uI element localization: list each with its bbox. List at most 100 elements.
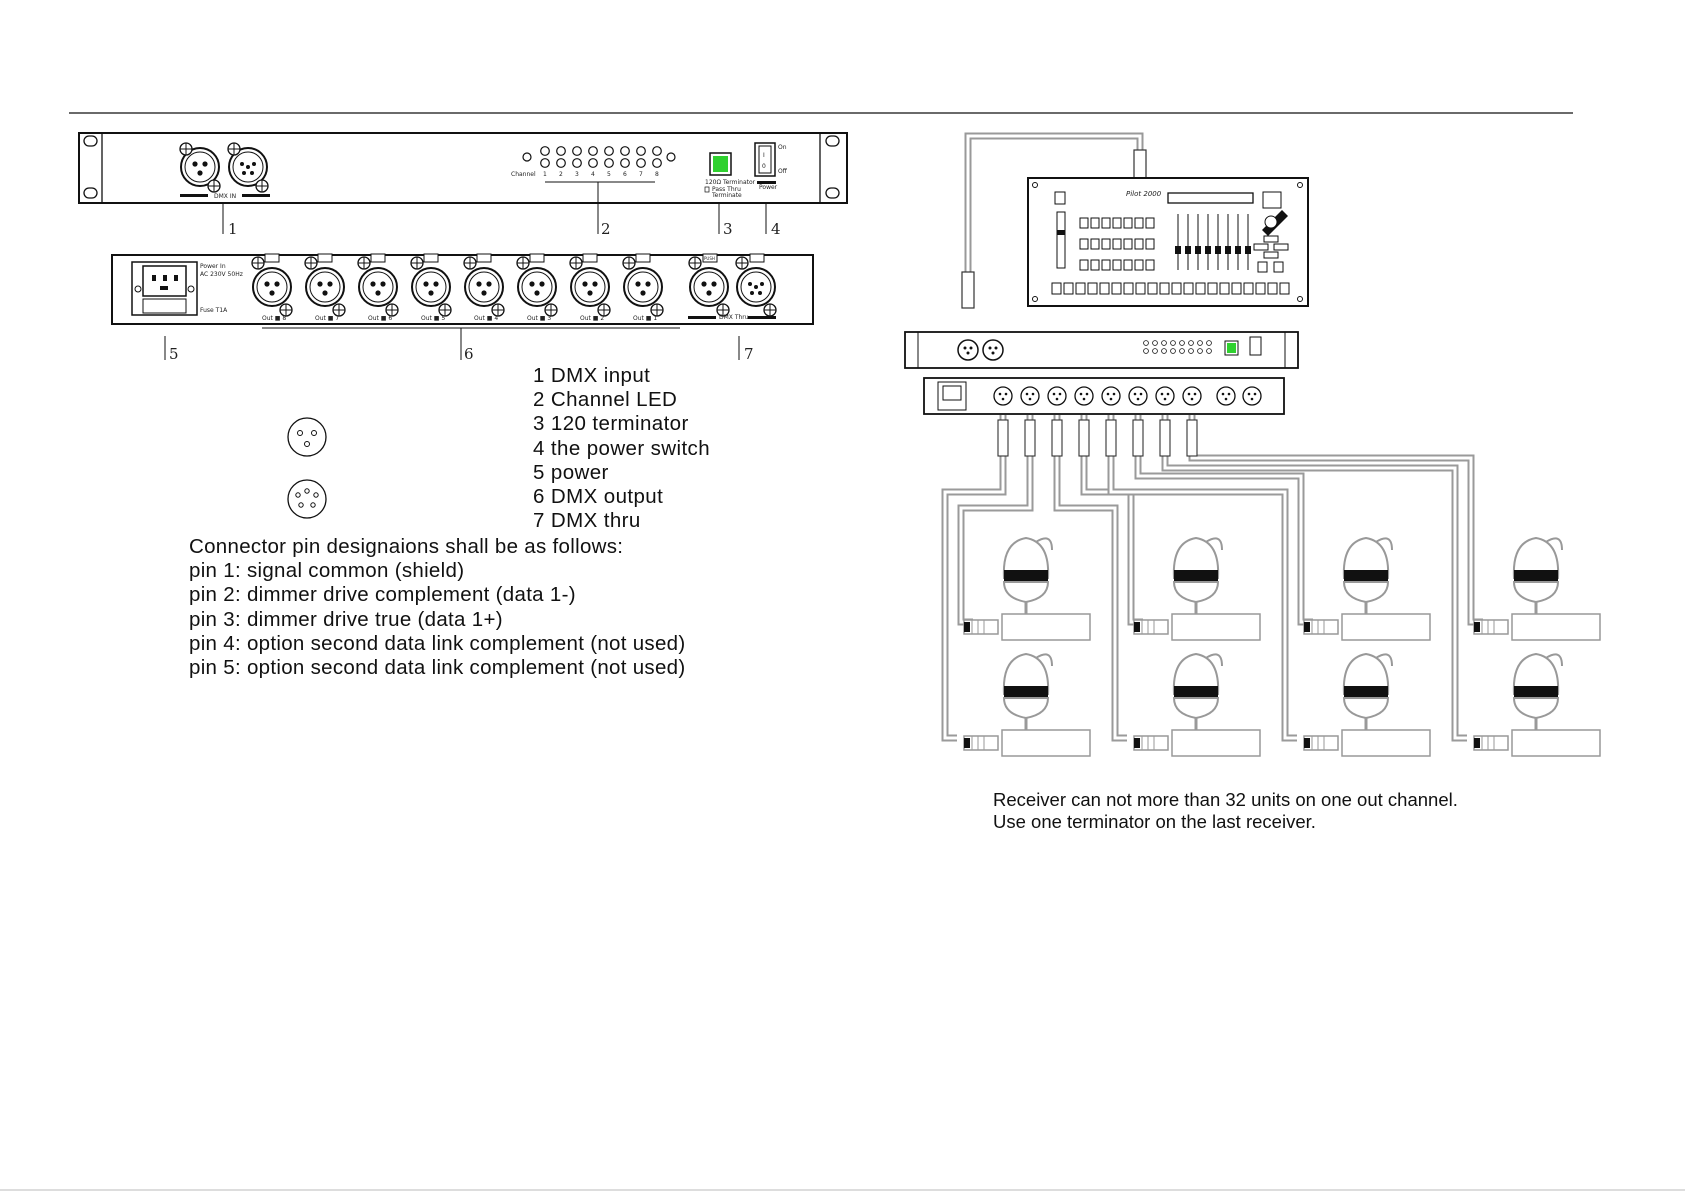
channel-number: 1 bbox=[543, 171, 547, 178]
channel-led bbox=[620, 146, 630, 156]
pin-line: pin 1: signal common (shield) bbox=[189, 559, 465, 583]
channel-led bbox=[556, 158, 566, 168]
thru-connector-3pin: PUSH bbox=[688, 253, 730, 317]
power-inlet bbox=[131, 261, 198, 316]
output-connector: Out ■ 8 bbox=[251, 253, 293, 322]
channel-led bbox=[652, 158, 662, 168]
legend-item: 4 the power switch bbox=[533, 436, 711, 460]
fuse-label: Fuse T1A bbox=[200, 307, 228, 314]
channel-leds bbox=[522, 146, 676, 168]
channel-led bbox=[588, 158, 598, 168]
output-cable bbox=[1188, 415, 1483, 626]
terminate-label: Terminate bbox=[711, 192, 742, 199]
channel-led bbox=[540, 146, 550, 156]
callout-6: 6 bbox=[464, 345, 474, 363]
output-label: Out ■ 3 bbox=[527, 315, 551, 322]
channel-numbers: 1 2 3 4 5 6 7 8 bbox=[543, 171, 659, 178]
output-connector: Out ■ 1 bbox=[622, 253, 664, 322]
legend-item: 7 DMX thru bbox=[533, 509, 641, 533]
system-diagram: Pilot 2000 bbox=[904, 132, 1602, 758]
output-label: Out ■ 6 bbox=[368, 315, 392, 322]
terminator-label: 120Ω Terminator bbox=[705, 179, 756, 186]
pins-heading: Connector pin designaions shall be as fo… bbox=[189, 535, 624, 558]
output-connectors: Out ■ 8 Out ■ 7 Out ■ 6 Out ■ 5 Out ■ 4 Out ■… bbox=[251, 253, 664, 322]
channel-label: Channel bbox=[511, 171, 536, 178]
rear-callouts: 5 6 7 bbox=[164, 327, 754, 363]
dmx-controller: Pilot 2000 bbox=[1027, 177, 1309, 307]
legend-item: 5 power bbox=[533, 460, 609, 484]
power-label: Power bbox=[759, 184, 778, 191]
dmx-thru-label: DMX Thru bbox=[719, 314, 749, 321]
pass-thru-label: Pass Thru bbox=[712, 186, 741, 193]
pin-diagram-3pin bbox=[287, 417, 327, 457]
callout-4: 4 bbox=[771, 220, 781, 238]
note-line: Use one terminator on the last receiver. bbox=[993, 811, 1316, 832]
legend-item: 6 DMX output bbox=[533, 485, 664, 509]
output-connector: Out ■ 4 bbox=[463, 253, 505, 322]
power-in-label: Power In bbox=[200, 263, 226, 270]
output-label: Out ■ 4 bbox=[474, 315, 498, 322]
channel-led bbox=[652, 146, 662, 156]
splitter-front-mini bbox=[904, 331, 1299, 369]
channel-led bbox=[604, 158, 614, 168]
push-label: PUSH bbox=[704, 256, 715, 261]
note-line: Receiver can not more than 32 units on o… bbox=[993, 789, 1458, 810]
channel-led bbox=[588, 146, 598, 156]
channel-led bbox=[604, 146, 614, 156]
output-label: Out ■ 5 bbox=[421, 315, 445, 322]
callout-7: 7 bbox=[744, 345, 754, 363]
callout-1: 1 bbox=[228, 220, 238, 238]
channel-led bbox=[620, 158, 630, 168]
output-connector: Out ■ 6 bbox=[357, 253, 399, 322]
channel-number: 6 bbox=[623, 171, 627, 178]
channel-led bbox=[636, 146, 646, 156]
receiver-note: Receiver can not more than 32 units on o… bbox=[993, 789, 1458, 833]
output-label: Out ■ 8 bbox=[262, 315, 286, 322]
callout-5: 5 bbox=[169, 345, 179, 363]
svg-text:0: 0 bbox=[762, 163, 766, 170]
switch-off-label: Off bbox=[778, 168, 788, 175]
pin-line: pin 3: dimmer drive true (data 1+) bbox=[189, 607, 503, 631]
channel-number: 7 bbox=[639, 171, 643, 178]
callout-2: 2 bbox=[601, 220, 611, 238]
pin-line: pin 4: option second data link complemen… bbox=[189, 631, 686, 655]
output-connector: Out ■ 7 bbox=[304, 253, 346, 322]
output-cable bbox=[941, 415, 1007, 742]
output-label: Out ■ 7 bbox=[315, 315, 339, 322]
callout-3: 3 bbox=[723, 220, 733, 238]
channel-number: 2 bbox=[559, 171, 563, 178]
output-label: Out ■ 2 bbox=[580, 315, 604, 322]
pin-line: pin 5: option second data link complemen… bbox=[189, 656, 686, 680]
output-label: Out ■ 1 bbox=[633, 315, 657, 322]
svg-text:I: I bbox=[763, 152, 765, 159]
legend-item: 1 DMX input bbox=[533, 364, 651, 387]
channel-led bbox=[556, 146, 566, 156]
power-rating-label: AC 230V 50Hz bbox=[200, 271, 243, 278]
front-callouts: 1 2 3 4 bbox=[222, 182, 781, 238]
thru-connector-5pin bbox=[735, 253, 777, 317]
channel-number: 4 bbox=[591, 171, 595, 178]
channel-led bbox=[636, 158, 646, 168]
output-connector: Out ■ 3 bbox=[516, 253, 558, 322]
channel-led bbox=[572, 146, 582, 156]
splitter-rear-mini bbox=[923, 377, 1285, 415]
channel-number: 5 bbox=[607, 171, 611, 178]
dmx-in-label: DMX IN bbox=[214, 193, 236, 200]
channel-led bbox=[572, 158, 582, 168]
controller-brand: Pilot 2000 bbox=[1126, 190, 1162, 198]
switch-on-label: On bbox=[778, 144, 787, 151]
pin-designations: Connector pin designaions shall be as fo… bbox=[189, 535, 686, 680]
pin-diagram-5pin bbox=[287, 479, 327, 519]
channel-number: 8 bbox=[655, 171, 659, 178]
channel-number: 3 bbox=[575, 171, 579, 178]
channel-led bbox=[540, 158, 550, 168]
pin-line: pin 2: dimmer drive complement (data 1-) bbox=[189, 583, 576, 607]
output-connector: Out ■ 2 bbox=[569, 253, 611, 322]
output-connector: Out ■ 5 bbox=[410, 253, 452, 322]
legend-item: 3 120 terminator bbox=[533, 412, 689, 436]
legend-item: 2 Channel LED bbox=[533, 388, 678, 412]
